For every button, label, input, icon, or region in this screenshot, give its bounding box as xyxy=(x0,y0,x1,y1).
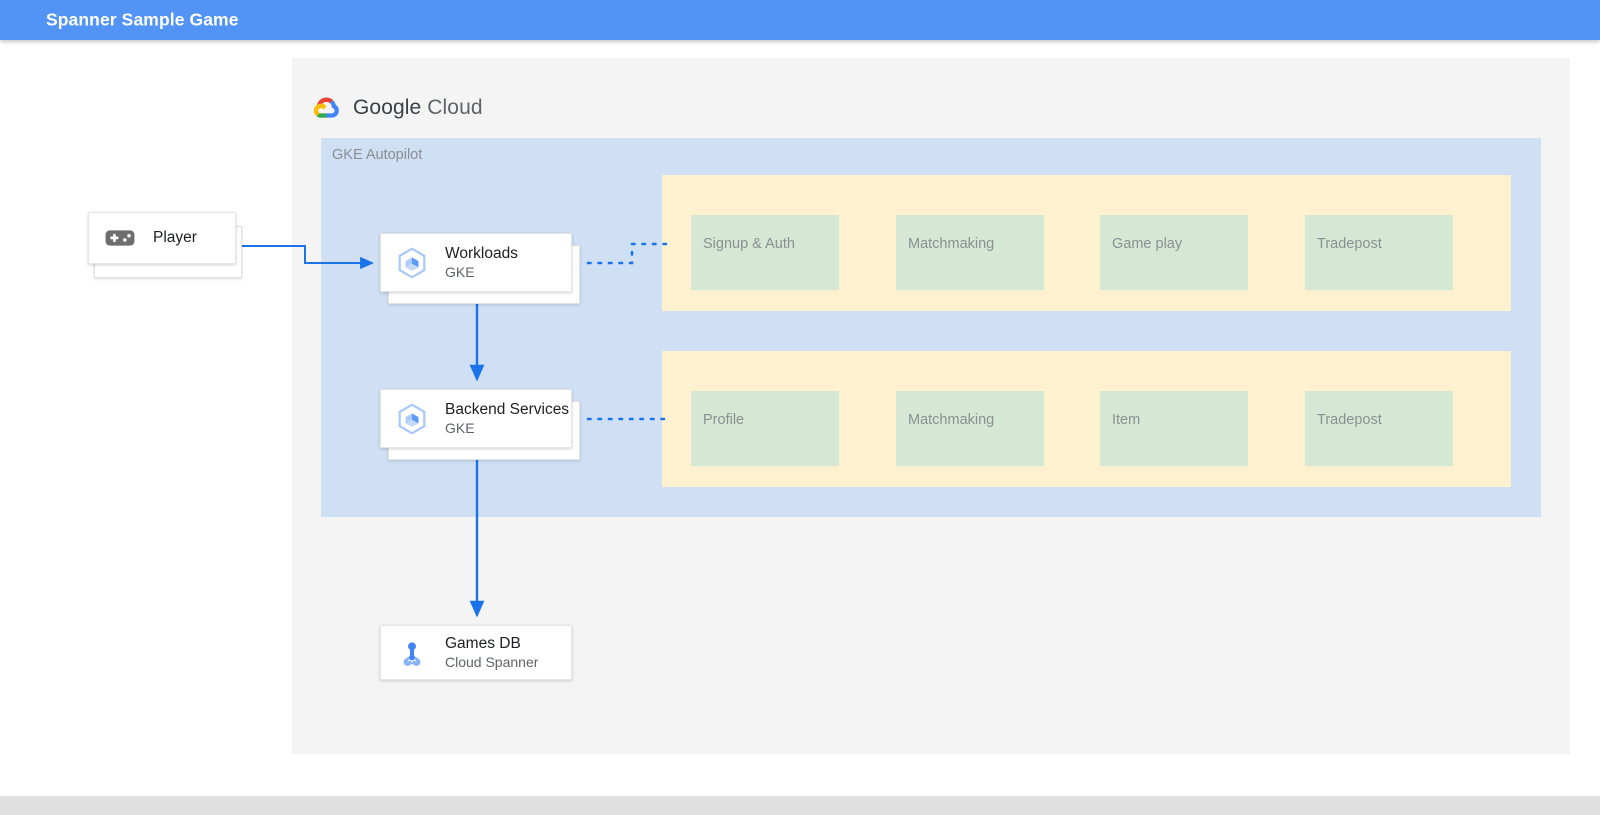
node-title: Backend Services xyxy=(445,400,570,418)
footer-strip xyxy=(0,796,1600,815)
node-subtitle: GKE xyxy=(445,264,475,281)
node-text: Games DB Cloud Spanner xyxy=(445,634,538,672)
node-text: Player xyxy=(153,228,197,247)
google-cloud-logo-icon xyxy=(313,97,339,118)
node-backend-services[interactable]: Backend Services GKE xyxy=(380,389,580,460)
service-tile-label: Profile xyxy=(703,412,745,428)
service-tile-profile[interactable]: Profile xyxy=(691,391,839,466)
gke-hexagon-icon xyxy=(398,246,426,279)
node-subtitle: Cloud Spanner xyxy=(445,654,539,671)
service-tile-tradepost-backend[interactable]: Tradepost xyxy=(1305,391,1453,466)
brand-word-google: Google xyxy=(353,96,422,119)
zone-gke-autopilot-label: GKE Autopilot xyxy=(332,147,423,163)
node-subtitle: GKE xyxy=(445,420,475,437)
service-tile-matchmaking-workload[interactable]: Matchmaking xyxy=(896,215,1044,290)
service-tile-game-play[interactable]: Game play xyxy=(1100,215,1248,290)
node-card[interactable]: Workloads GKE xyxy=(380,233,572,292)
service-tile-tradepost-workload[interactable]: Tradepost xyxy=(1305,215,1453,290)
node-title: Player xyxy=(153,229,197,247)
service-tile-label: Game play xyxy=(1112,236,1183,252)
service-tile-label: Item xyxy=(1112,412,1141,428)
service-tile-label: Matchmaking xyxy=(908,236,995,252)
cloud-spanner-icon xyxy=(403,641,421,666)
node-card[interactable]: Games DB Cloud Spanner xyxy=(380,625,572,680)
service-tile-label: Tradepost xyxy=(1317,236,1382,252)
service-tile-label: Signup & Auth xyxy=(703,236,795,252)
node-card[interactable]: Player xyxy=(88,212,236,264)
service-tile-label: Tradepost xyxy=(1317,412,1382,428)
service-tile-item[interactable]: Item xyxy=(1100,391,1248,466)
app-header-bar: Spanner Sample Game xyxy=(0,0,1600,40)
node-player[interactable]: Player xyxy=(88,212,242,278)
node-title: Games DB xyxy=(445,634,521,652)
node-text: Workloads GKE xyxy=(445,244,518,282)
gamepad-icon xyxy=(105,230,135,246)
google-cloud-brand: Google Cloud xyxy=(311,93,483,123)
app-title: Spanner Sample Game xyxy=(46,9,239,30)
node-games-db[interactable]: Games DB Cloud Spanner xyxy=(380,625,572,680)
service-tile-matchmaking-backend[interactable]: Matchmaking xyxy=(896,391,1044,466)
node-workloads[interactable]: Workloads GKE xyxy=(380,233,580,304)
node-card[interactable]: Backend Services GKE xyxy=(380,389,572,448)
node-title: Workloads xyxy=(445,244,518,262)
brand-word-cloud: Cloud xyxy=(427,96,483,119)
google-cloud-wordmark: Google Cloud xyxy=(353,96,483,120)
service-tile-label: Matchmaking xyxy=(908,412,995,428)
gke-hexagon-icon xyxy=(398,402,426,435)
node-text: Backend Services GKE xyxy=(445,400,569,438)
service-tile-signup-auth[interactable]: Signup & Auth xyxy=(691,215,839,290)
